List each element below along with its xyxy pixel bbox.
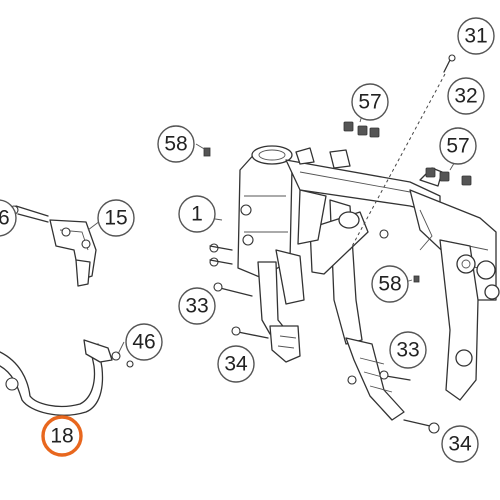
callout-15[interactable]: 15 [97, 199, 135, 237]
callout-34-left[interactable]: 34 [217, 345, 255, 383]
callout-label-34-right: 34 [448, 433, 472, 456]
callout-58-top[interactable]: 58 [157, 125, 195, 163]
callout-33-left[interactable]: 33 [178, 287, 216, 325]
callout-label-33-left: 33 [185, 295, 208, 318]
callout-label-57-top: 57 [358, 91, 381, 114]
callout-46[interactable]: 46 [125, 323, 163, 361]
callout-18[interactable]: 18 [41, 415, 83, 457]
callout-16[interactable]: 16 [0, 199, 17, 237]
callout-31[interactable]: 31 [457, 17, 495, 55]
hardware [203, 54, 472, 434]
callout-label-57-right: 57 [446, 135, 469, 158]
callout-57-top[interactable]: 57 [351, 83, 389, 121]
mount-bracket-15 [9, 205, 97, 287]
callout-label-33-right: 33 [396, 339, 419, 362]
callout-label-46: 46 [132, 331, 155, 354]
callout-1[interactable]: 1 [178, 195, 216, 233]
main-frame [209, 145, 500, 421]
callout-label-58-top: 58 [164, 133, 187, 156]
callout-34-right[interactable]: 34 [441, 425, 479, 463]
callout-57-right[interactable]: 57 [439, 127, 477, 165]
callout-32[interactable]: 32 [447, 77, 485, 115]
callout-label-18: 18 [50, 425, 73, 448]
callout-label-31: 31 [464, 25, 487, 48]
callout-58-right[interactable]: 58 [371, 265, 409, 303]
callout-label-58-right: 58 [378, 273, 401, 296]
callout-label-32: 32 [454, 85, 477, 108]
callout-33-right[interactable]: 33 [389, 331, 427, 369]
callout-label-15: 15 [104, 207, 127, 230]
callout-label-1: 1 [191, 203, 203, 226]
engine-guard-18 [0, 339, 134, 416]
callout-label-16: 16 [0, 207, 10, 230]
callout-label-34-left: 34 [224, 353, 248, 376]
